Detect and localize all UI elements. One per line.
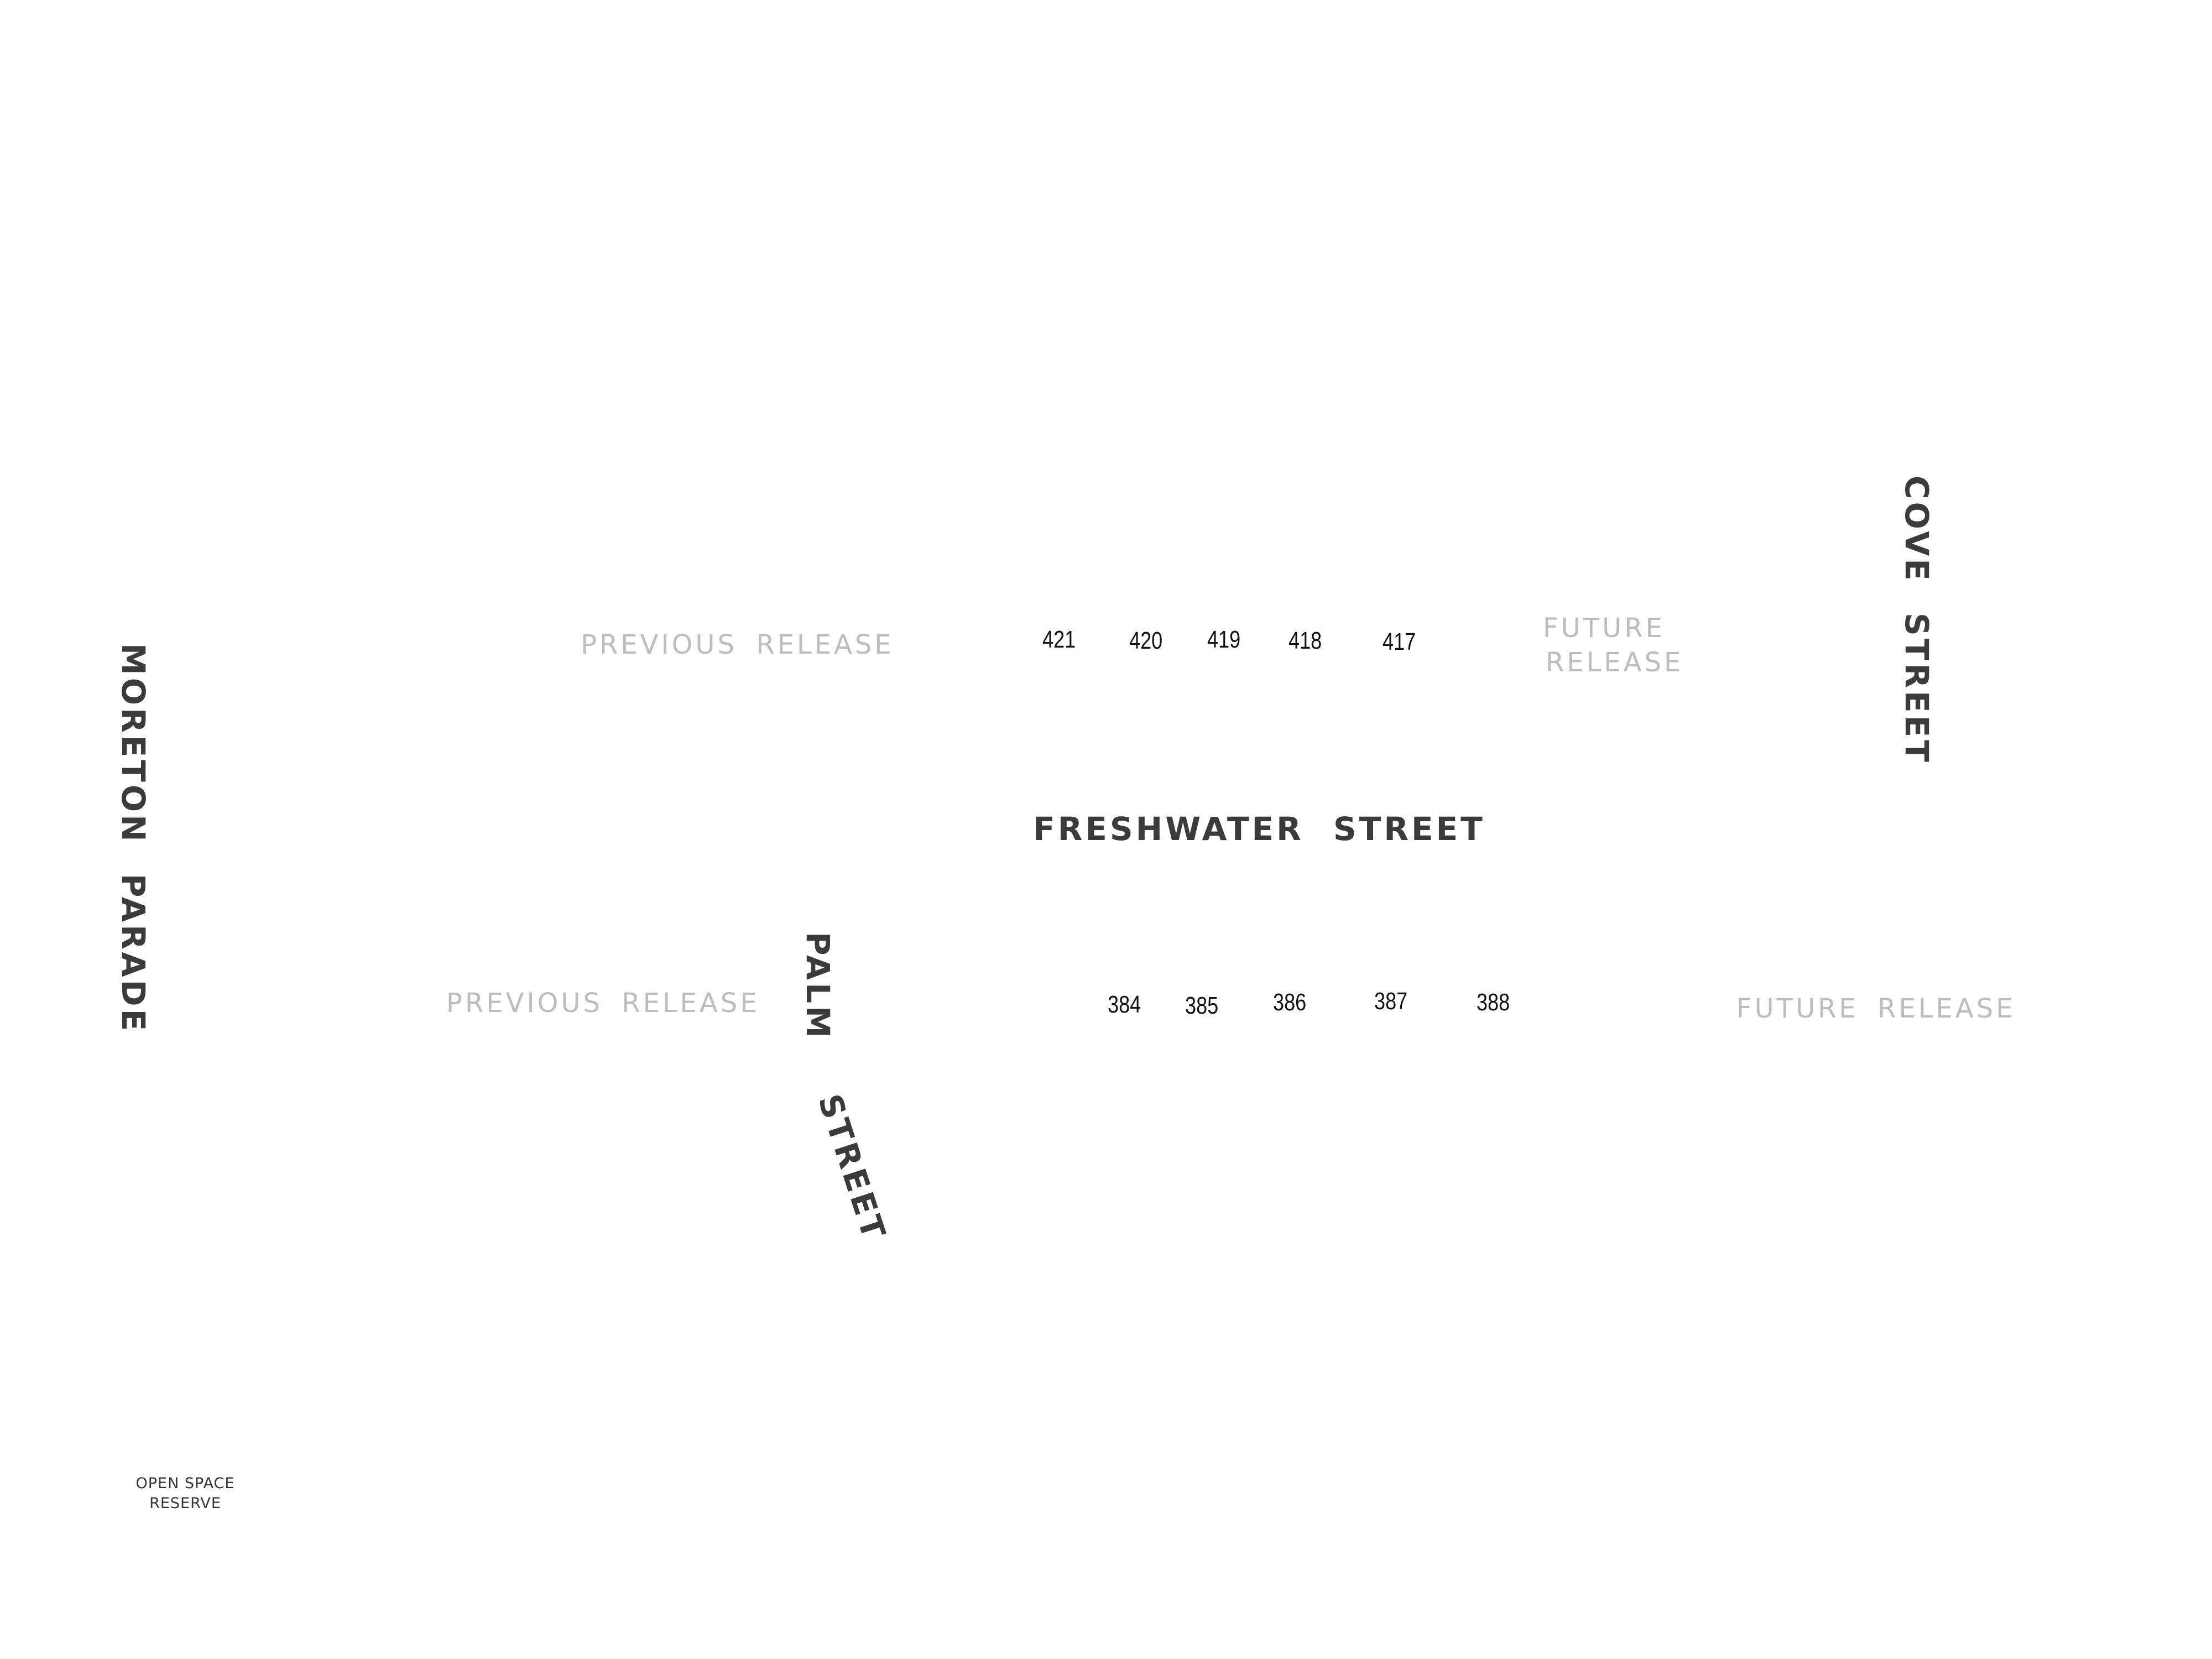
street-label-palm-street: STREET <box>811 1089 894 1246</box>
reserve-line1: OPEN SPACE <box>135 1475 235 1492</box>
lot-384[interactable]: 384 <box>1108 991 1141 1018</box>
lot-421[interactable]: 421 <box>1042 626 1076 653</box>
street-label-cove-street: COVE STREET <box>1898 476 1936 765</box>
future-release-north-line1: FUTURE <box>1543 613 1665 644</box>
reserve-line2: RESERVE <box>149 1495 221 1512</box>
future-release-north-line2: RELEASE <box>1546 647 1684 678</box>
street-label-moreton-parade: MORETON PARADE <box>114 643 152 1034</box>
lot-419[interactable]: 419 <box>1207 626 1241 653</box>
previous-release-south: PREVIOUS RELEASE <box>446 988 760 1019</box>
street-label-freshwater-street: FRESHWATER STREET <box>1033 810 1485 848</box>
lot-387[interactable]: 387 <box>1374 988 1408 1015</box>
lot-385[interactable]: 385 <box>1185 992 1219 1019</box>
previous-release-north: PREVIOUS RELEASE <box>581 629 894 660</box>
lot-388[interactable]: 388 <box>1477 989 1510 1016</box>
open-space-reserve-label: OPEN SPACE RESERVE <box>111 1474 260 1514</box>
lot-420[interactable]: 420 <box>1129 627 1163 654</box>
lot-418[interactable]: 418 <box>1288 627 1322 654</box>
lot-386[interactable]: 386 <box>1273 989 1307 1016</box>
lot-417[interactable]: 417 <box>1383 628 1416 655</box>
street-label-palm: PALM <box>799 932 837 1041</box>
future-release-south: FUTURE RELEASE <box>1736 993 2016 1024</box>
